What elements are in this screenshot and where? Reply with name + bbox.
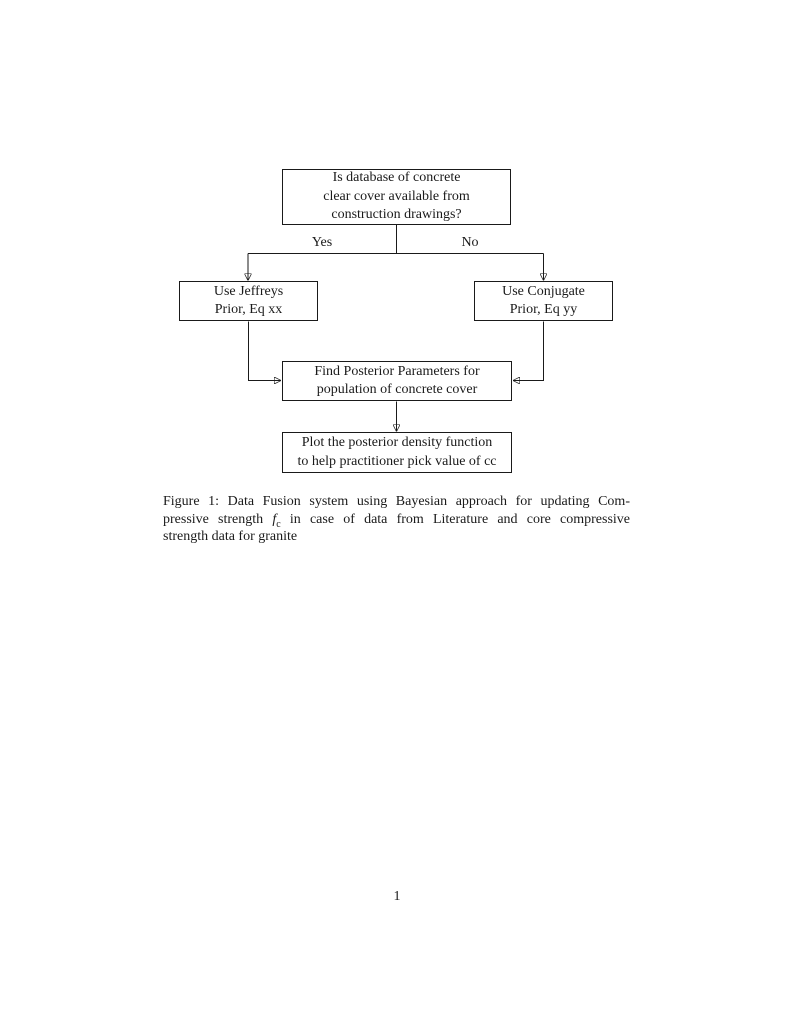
plot-density-box: Plot the posterior density function to h… — [282, 432, 512, 473]
flowchart-connectors — [0, 225, 794, 520]
jeffreys-to-posterior-arrow — [248, 321, 281, 381]
page-number: 1 — [393, 889, 401, 904]
caption-math-f: f — [272, 511, 277, 527]
no-branch-label: No — [461, 235, 479, 250]
caption-line-1: Figure 1: Data Fusion system using Bayes… — [163, 494, 630, 509]
conjugate-prior-box: Use Conjugate Prior, Eq yy — [474, 281, 613, 321]
conjugate-to-posterior-arrow — [514, 321, 544, 381]
caption-line-2: pressive strength fc in case of data fro… — [163, 511, 630, 529]
decision-box: Is database of concrete clear cover avai… — [282, 169, 511, 225]
yes-branch-label: Yes — [311, 235, 333, 250]
caption-line-2-post: in case of data from Literature and core… — [280, 511, 630, 527]
figure-caption: Figure 1: Data Fusion system using Bayes… — [163, 493, 630, 546]
jeffreys-prior-box: Use Jeffreys Prior, Eq xx — [179, 281, 318, 321]
caption-line-2-pre: pressive strength — [163, 511, 273, 527]
caption-line-3: strength data for granite — [163, 529, 298, 544]
posterior-parameters-box: Find Posterior Parameters for population… — [282, 361, 512, 401]
caption-math-subscript: c — [276, 518, 281, 530]
